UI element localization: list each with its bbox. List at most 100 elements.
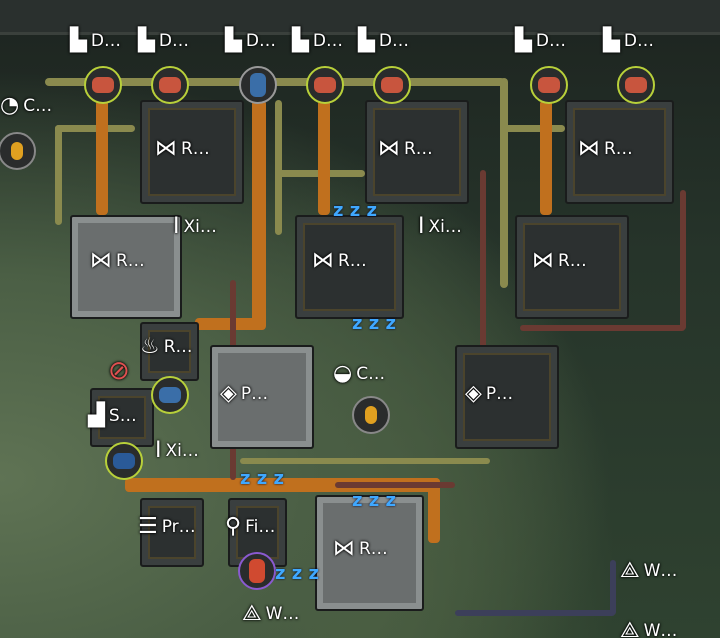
w-label[interactable]: ⟁W… [620,558,678,583]
oil-drop-icon [352,396,390,434]
xi-icon: Ⅰ [418,214,425,239]
press-icon: ☰ [138,514,158,539]
drill-label[interactable]: ▙D… [70,28,122,53]
refinery-icon: ⋈ [378,136,400,161]
xi-icon: Ⅰ [173,214,180,239]
pipe [275,100,282,235]
small-building[interactable] [140,322,199,381]
refinery-icon: ⋈ [155,136,177,161]
pipe [480,170,486,350]
sleep-icon: z z z [352,490,396,511]
refinery-building[interactable] [295,215,404,319]
pipe [335,482,455,488]
drill-icon: ▙ [292,28,309,53]
pipe [505,125,565,132]
refinery-building[interactable] [515,215,629,319]
refinery-icon: ⋈ [333,536,355,561]
drill-icon: ▙ [515,28,532,53]
ore-item-icon [617,66,655,104]
pipe [455,610,615,616]
blue-item-icon [151,376,189,414]
refinery-building[interactable] [365,100,469,204]
refinery-building[interactable] [140,100,244,204]
smelter-icon: ♨ [140,334,160,359]
red-crystal-item-icon [238,552,276,590]
belt [540,100,552,215]
disabled-icon: ⊘ [108,356,130,386]
factory-icon: ▟ [88,403,105,428]
refinery-label[interactable]: ♨R… [140,334,193,359]
fi-label[interactable]: ⚲Fi… [225,514,276,539]
ore-item-icon [151,66,189,104]
ore-item-icon [306,66,344,104]
sleep-icon: z z z [275,563,319,584]
drill-label[interactable]: ▙D… [515,28,567,53]
sleep-icon: z z z [333,200,377,221]
pipe [55,125,135,132]
refinery-icon: ⋈ [90,248,112,273]
pipe [55,125,62,225]
refinery-label[interactable]: ⋈R… [378,136,433,161]
pipe [240,458,490,464]
pipe [520,325,685,331]
refinery-label[interactable]: ⋈R… [333,536,388,561]
refinery-label[interactable]: ⋈R… [532,248,587,273]
pr-label[interactable]: ☰Pr… [138,514,196,539]
pipe [500,78,508,288]
belt [125,478,440,492]
s-label[interactable]: ▟S… [88,403,137,428]
drill-label[interactable]: ▙D… [138,28,190,53]
w-icon: ⟁ [620,558,640,583]
belt [252,100,266,330]
pump-building[interactable] [455,345,559,449]
pipe [610,560,616,615]
refinery-label[interactable]: ⋈R… [90,248,145,273]
drill-label[interactable]: ▙D… [358,28,410,53]
drill-label[interactable]: ▙D… [225,28,277,53]
refinery-label[interactable]: ⋈R… [155,136,210,161]
refinery-label[interactable]: ⋈R… [578,136,633,161]
sleep-icon: z z z [352,313,396,334]
wall-top [0,0,720,35]
w-icon: ⟁ [620,618,640,638]
belt [428,478,440,543]
blue-item-icon [105,442,143,480]
refinery-label[interactable]: ⋈R… [312,248,367,273]
refinery-icon: ⋈ [312,248,334,273]
refinery-building[interactable] [315,495,424,611]
drill-label[interactable]: ▙D… [292,28,344,53]
small-building[interactable] [140,498,204,567]
drill-icon: ▙ [70,28,87,53]
drill-label[interactable]: ▙D… [603,28,655,53]
drill-icon: ▙ [225,28,242,53]
c-label[interactable]: ◔C… [0,93,53,118]
drill-icon: ▙ [358,28,375,53]
crystal-item-icon [239,66,277,104]
ore-item-icon [373,66,411,104]
pump-icon: ◈ [465,381,482,406]
w-label[interactable]: ⟁W… [242,601,300,626]
drill-icon: ▙ [138,28,155,53]
belt [96,100,108,215]
droplet-icon: ◒ [333,361,353,386]
refinery-icon: ⋈ [578,136,600,161]
c-icon: ◔ [0,93,20,118]
pump-icon: ◈ [220,381,237,406]
small-building[interactable] [228,498,287,567]
filter-icon: ⚲ [225,514,242,539]
c-label[interactable]: ◒C… [333,361,386,386]
refinery-building[interactable] [70,215,182,319]
belt [318,100,330,215]
drill-icon: ▙ [603,28,620,53]
pump-label[interactable]: ◈P… [220,381,269,406]
w-label[interactable]: ⟁W… [620,620,677,638]
pump-label[interactable]: ◈P… [465,381,514,406]
refinery-building[interactable] [565,100,674,204]
pump-building[interactable] [210,345,314,449]
xi-icon: Ⅰ [155,438,162,463]
refinery-icon: ⋈ [532,248,554,273]
